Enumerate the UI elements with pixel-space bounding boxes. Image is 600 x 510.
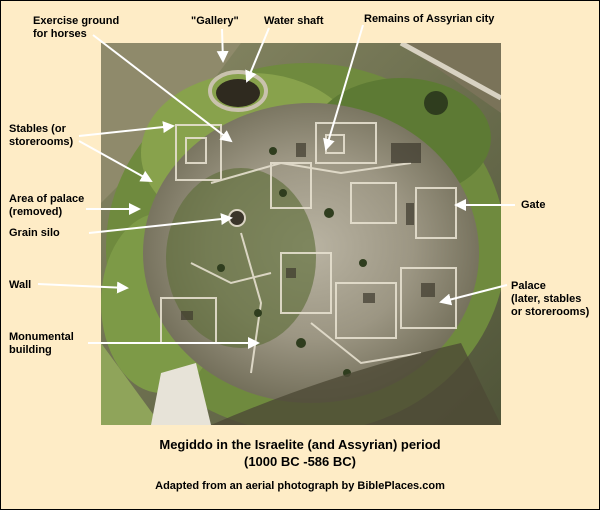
label-gate: Gate xyxy=(521,199,546,211)
caption-credit: Adapted from an aerial photograph by Bib… xyxy=(155,480,445,492)
label-exercise-ground: Exercise ground for horses xyxy=(33,15,120,40)
aerial-photo xyxy=(101,43,501,425)
label-gallery: "Gallery" xyxy=(191,15,239,27)
caption-title-line1: Megiddo in the Israelite (and Assyrian) … xyxy=(159,437,441,452)
label-wall: Wall xyxy=(9,279,32,291)
label-area-of-palace: Area of palace (removed) xyxy=(9,193,85,218)
aerial-photo-drawing xyxy=(101,43,501,425)
label-palace: Palace (later, stables or storerooms) xyxy=(511,280,590,318)
label-water-shaft: Water shaft xyxy=(264,15,324,27)
caption-title-line2: (1000 BC -586 BC) xyxy=(244,454,356,469)
label-grain-silo: Grain silo xyxy=(9,227,60,239)
label-stables: Stables (or storerooms) xyxy=(9,123,74,148)
label-monumental-building: Monumental building xyxy=(9,331,74,356)
label-remains-assyrian-city: Remains of Assyrian city xyxy=(364,13,495,25)
